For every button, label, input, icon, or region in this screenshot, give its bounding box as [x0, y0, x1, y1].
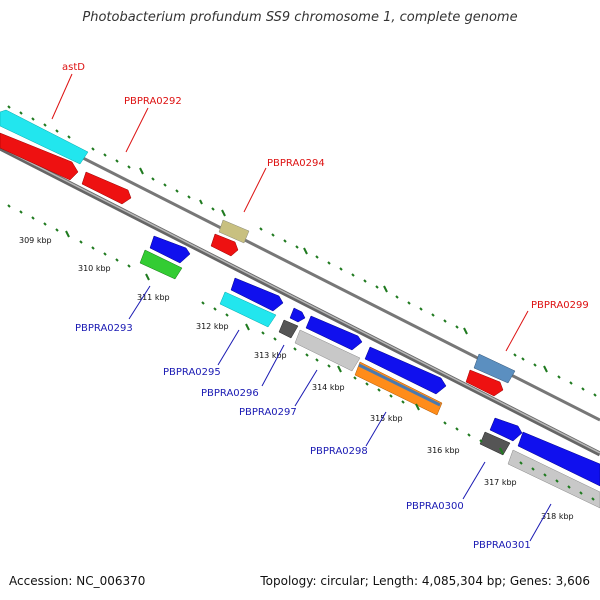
gene-PBPRA0294[interactable] — [218, 219, 250, 244]
gene-PBPRA0294b[interactable] — [210, 233, 239, 257]
genome-summary-text: Topology: circular; Length: 4,085,304 bp… — [260, 574, 590, 588]
label-astD[interactable]: astD — [62, 62, 85, 73]
label-PBPRA0297[interactable]: PBPRA0297 — [239, 407, 297, 418]
gene-PBPRA0296[interactable] — [278, 319, 299, 339]
gene-PBPRA0295[interactable] — [219, 291, 277, 328]
gene-PBPRA0299[interactable] — [473, 353, 516, 384]
label-PBPRA0299[interactable]: PBPRA0299 — [531, 300, 589, 311]
scale-labels: 309 kbp 310 kbp 311 kbp 312 kbp 313 kbp … — [19, 236, 574, 521]
label-PBPRA0298[interactable]: PBPRA0298 — [310, 446, 368, 457]
gene-PBPRA0292[interactable] — [81, 171, 132, 205]
forward-strand-genes — [0, 109, 516, 397]
gene-blue-e[interactable] — [364, 346, 447, 395]
gene-blue-a[interactable] — [149, 235, 191, 264]
gene-blue-b[interactable] — [230, 277, 284, 312]
gene-blue-g[interactable] — [517, 431, 600, 487]
label-leaders — [51, 73, 552, 542]
scale-label-314: 314 kbp — [312, 383, 345, 392]
label-PBPRA0301[interactable]: PBPRA0301 — [473, 540, 531, 551]
scale-label-317: 317 kbp — [484, 478, 517, 487]
scale-label-310: 310 kbp — [78, 264, 111, 273]
reverse-strand-genes — [139, 235, 600, 509]
gene-astD[interactable] — [0, 109, 89, 165]
inner-tick-ring — [7, 204, 595, 501]
gene-PBPRA0292a[interactable] — [0, 132, 79, 181]
gene-labels: astD PBPRA0292 PBPRA0294 PBPRA0299 PBPRA… — [62, 62, 589, 551]
scale-label-313: 313 kbp — [254, 351, 287, 360]
outer-tick-ring — [7, 105, 597, 397]
gene-blue-f[interactable] — [489, 417, 523, 442]
label-PBPRA0296[interactable]: PBPRA0296 — [201, 388, 259, 399]
scale-label-315: 315 kbp — [370, 414, 403, 423]
label-PBPRA0293[interactable]: PBPRA0293 — [75, 323, 133, 334]
label-PBPRA0295[interactable]: PBPRA0295 — [163, 367, 221, 378]
gene-PBPRA0301[interactable] — [507, 449, 600, 509]
gene-PBPRA0293[interactable] — [139, 249, 183, 280]
scale-label-318: 318 kbp — [541, 512, 574, 521]
scale-label-311: 311 kbp — [137, 293, 170, 302]
scale-label-316: 316 kbp — [427, 446, 460, 455]
gene-PBPRA0299b[interactable] — [465, 369, 504, 397]
label-PBPRA0292[interactable]: PBPRA0292 — [124, 96, 182, 107]
label-PBPRA0300[interactable]: PBPRA0300 — [406, 501, 464, 512]
scale-label-309: 309 kbp — [19, 236, 52, 245]
gene-PBPRA0300[interactable] — [479, 431, 511, 456]
label-PBPRA0294[interactable]: PBPRA0294 — [267, 158, 325, 169]
gene-blue-d[interactable] — [305, 315, 363, 351]
map-title: Photobacterium profundum SS9 chromosome … — [82, 10, 518, 25]
gene-PBPRA0297[interactable] — [294, 329, 361, 372]
scale-label-312: 312 kbp — [196, 322, 229, 331]
accession-text: Accession: NC_006370 — [9, 574, 146, 588]
gene-blue-c[interactable] — [289, 307, 306, 323]
